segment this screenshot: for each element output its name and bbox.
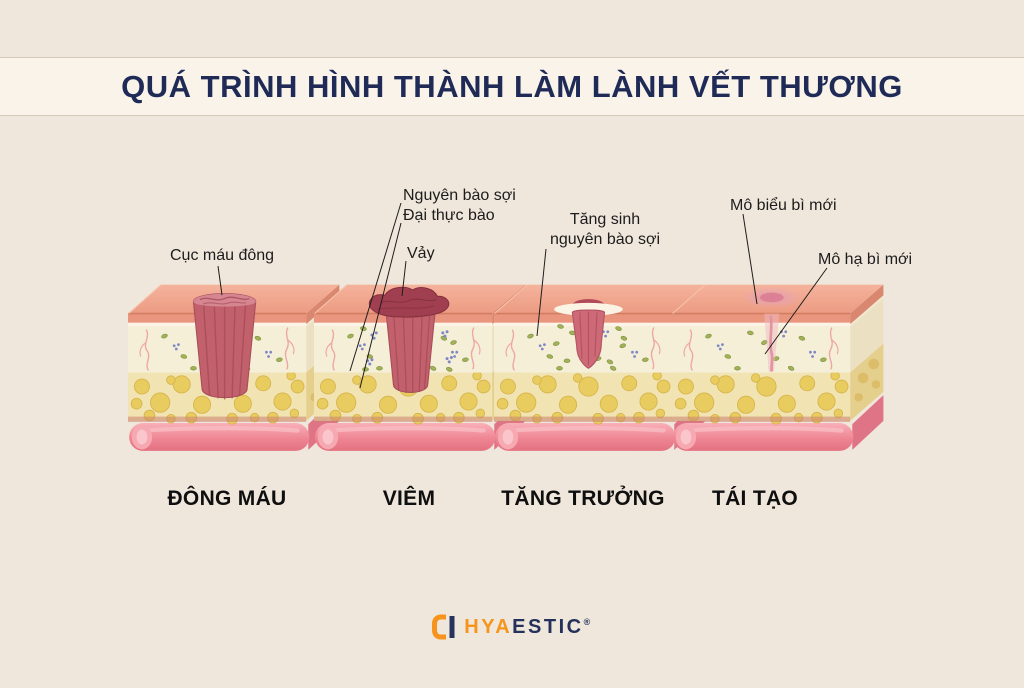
- label-new-epidermis: Mô biểu bì mới: [730, 197, 837, 214]
- stage-panel-clotting: [128, 262, 348, 466]
- stage-label-clotting: ĐÔNG MÁU: [167, 487, 287, 510]
- registered-mark: ®: [583, 616, 593, 627]
- label-new-dermis: Mô hạ bì mới: [818, 251, 913, 268]
- healing-wound-illustration: [554, 299, 623, 369]
- blood-clot-illustration: [192, 293, 257, 400]
- label-blood-clot: Cục máu đông: [170, 247, 275, 264]
- stage-panel-remodeling: [672, 262, 892, 466]
- fibroblast-cluster-illustration: [552, 324, 626, 365]
- label-fibroblast: Nguyên bào sợi: [403, 187, 516, 204]
- label-proliferation: Tăng sinh nguyên bào sợi: [549, 211, 661, 248]
- brand-logo-icon: [432, 614, 455, 640]
- label-scab: Vảy: [407, 245, 435, 262]
- stage-label-proliferation: TĂNG TRƯỞNG: [501, 487, 665, 510]
- wound-plug-illustration: [385, 306, 436, 394]
- stage-panel-proliferation: [494, 262, 714, 466]
- brand-name-hya: HYA: [464, 615, 513, 638]
- stage-label-inflammation: VIÊM: [382, 487, 436, 510]
- page-title: QUÁ TRÌNH HÌNH THÀNH LÀM LÀNH VẾT THƯƠNG: [121, 68, 903, 104]
- brand-name-estic: ESTIC: [512, 615, 584, 638]
- header-band: QUÁ TRÌNH HÌNH THÀNH LÀM LÀNH VẾT THƯƠNG: [0, 57, 1024, 116]
- label-macrophage: Đại thực bào: [403, 207, 495, 224]
- stage-label-remodeling: TÁI TẠO: [711, 487, 799, 510]
